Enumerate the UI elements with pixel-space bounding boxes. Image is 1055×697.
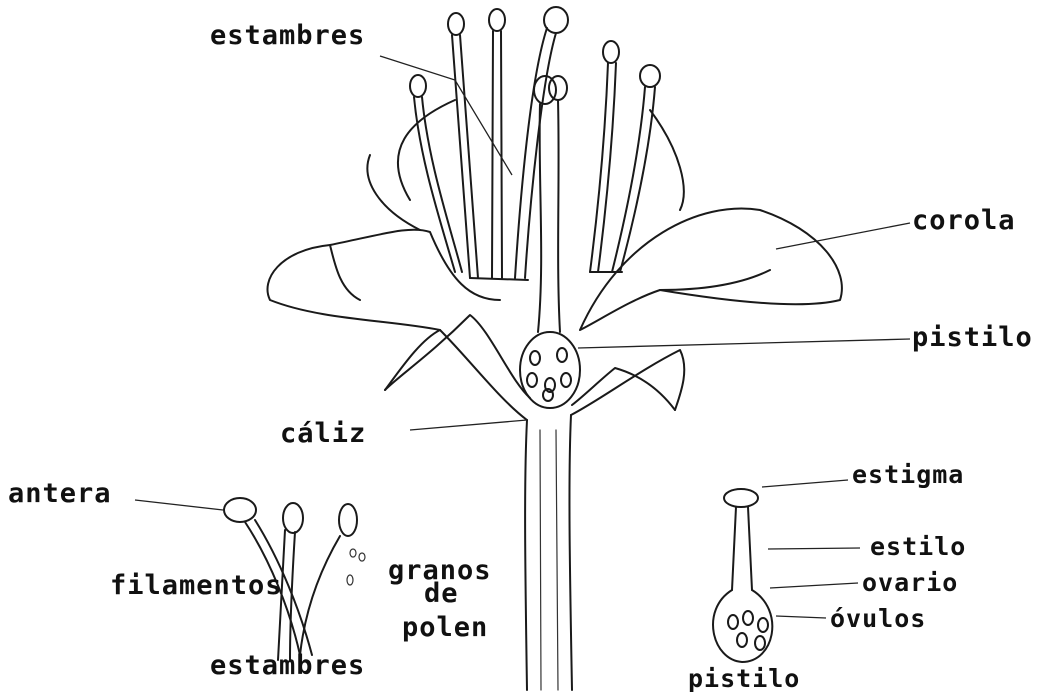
calyx xyxy=(385,315,684,420)
stamens-top xyxy=(410,7,660,280)
label-de: de xyxy=(424,578,459,609)
label-ovario: ovario xyxy=(862,568,958,597)
label-estambres-bottom: estambres xyxy=(210,650,365,681)
label-estambres-top: estambres xyxy=(210,20,365,51)
stem xyxy=(525,415,572,690)
label-pistilo-main: pistilo xyxy=(912,322,1033,353)
corolla xyxy=(268,100,842,330)
label-estilo: estilo xyxy=(870,532,966,561)
pistil-detail xyxy=(713,489,772,662)
label-polen: polen xyxy=(402,612,488,643)
label-antera: antera xyxy=(8,478,112,509)
label-corola: corola xyxy=(912,205,1016,236)
label-estigma: estigma xyxy=(852,460,964,489)
label-caliz: cáliz xyxy=(280,418,366,449)
label-filamentos: filamentos xyxy=(110,570,283,601)
label-pistilo-bottom: pistilo xyxy=(688,664,800,693)
label-ovulos: óvulos xyxy=(830,604,926,633)
